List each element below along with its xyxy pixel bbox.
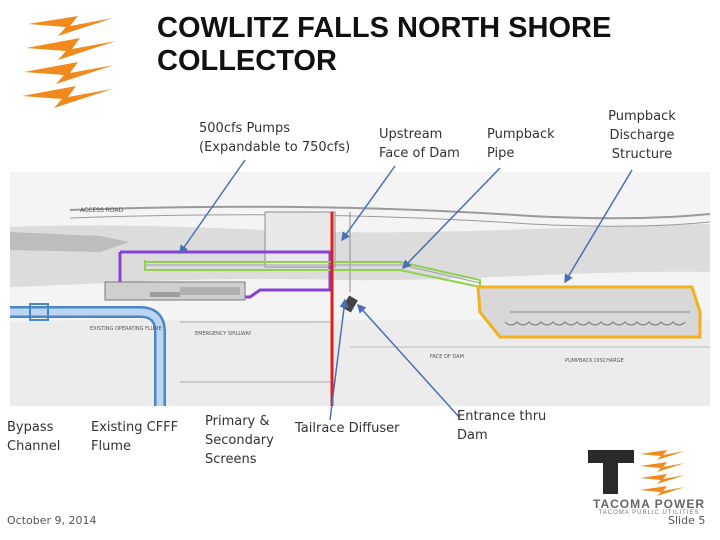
callout-discharge-line1: Pumpback xyxy=(608,109,676,124)
site-plan-drawing: ACCESS ROAD EXISTING OPERATING FLUME EME… xyxy=(10,172,710,406)
slide-number: Slide 5 xyxy=(668,514,706,527)
callout-entrance-line2: Dam xyxy=(457,428,488,443)
emergency-spillway-label: EMERGENCY SPILLWAY xyxy=(195,331,252,337)
callout-upstream-line2: Face of Dam xyxy=(379,146,460,161)
callout-screens-line1: Primary & xyxy=(205,414,270,429)
callout-bypass-channel: Bypass Channel xyxy=(7,418,60,456)
slide-title: COWLITZ FALLS NORTH SHORE COLLECTOR xyxy=(157,12,612,77)
callout-tailrace-diffuser: Tailrace Diffuser xyxy=(295,421,400,436)
callout-screens: Primary & Secondary Screens xyxy=(205,412,274,469)
callout-flume-line2: Flume xyxy=(91,439,131,454)
callout-pumps: 500cfs Pumps (Expandable to 750cfs) xyxy=(199,119,350,157)
callout-screens-line3: Screens xyxy=(205,452,257,467)
callout-entrance-line1: Entrance thru xyxy=(457,409,547,424)
company-name: TACOMA POWER xyxy=(593,497,705,511)
callout-pumps-line2: (Expandable to 750cfs) xyxy=(199,140,351,155)
callout-existing-flume: Existing CFFF Flume xyxy=(91,418,178,456)
callout-pumpback-pipe-line2: Pipe xyxy=(487,146,515,161)
callout-pumpback-pipe-line1: Pumpback xyxy=(487,127,555,142)
callout-entrance: Entrance thru Dam xyxy=(457,407,546,445)
callout-upstream-line1: Upstream xyxy=(379,127,443,142)
callout-screens-line2: Secondary xyxy=(205,433,274,448)
slide-date: October 9, 2014 xyxy=(7,514,97,527)
callout-bypass-line2: Channel xyxy=(7,439,61,454)
callout-bypass-line1: Bypass xyxy=(7,420,54,435)
callout-flume-line1: Existing CFFF xyxy=(91,420,179,435)
pumpback-discharge-label: PUMPBACK DISCHARGE xyxy=(565,358,624,364)
pumpback-pipe xyxy=(144,260,481,289)
callout-discharge-line2: Discharge xyxy=(609,128,675,143)
tacoma-power-logo-icon xyxy=(588,450,685,496)
callout-discharge-line3: Structure xyxy=(611,147,673,162)
company-tagline: TACOMA PUBLIC UTILITIES xyxy=(598,510,700,516)
access-road-label: ACCESS ROAD xyxy=(80,207,124,214)
existing-flume-label: EXISTING OPERATING FLUME xyxy=(90,326,162,332)
callout-upstream-face: Upstream Face of Dam xyxy=(379,125,460,163)
face-of-dam-label: FACE OF DAM xyxy=(430,354,464,360)
lightning-bolts-logo xyxy=(22,16,116,108)
callout-pumps-line1: 500cfs Pumps xyxy=(199,121,290,136)
callout-pumpback-pipe: Pumpback Pipe xyxy=(487,125,555,163)
callout-discharge-structure: Pumpback Discharge Structure xyxy=(606,107,678,164)
